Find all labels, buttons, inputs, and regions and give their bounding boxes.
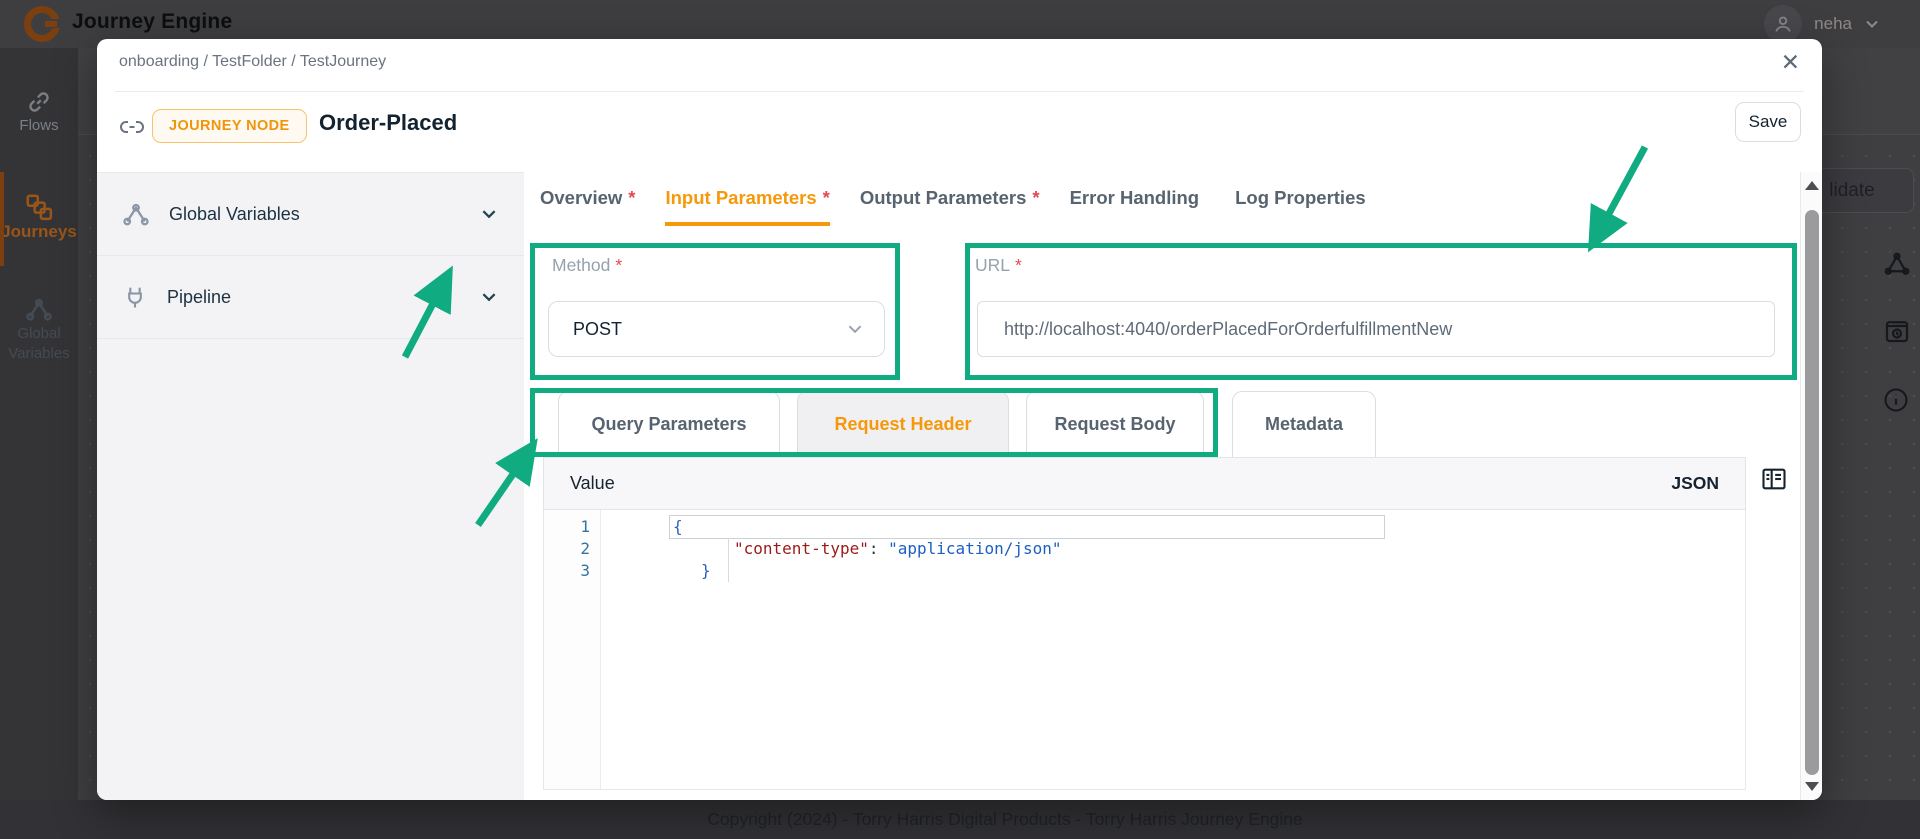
code-line: "content-type": "application/json" [734, 539, 1062, 558]
tab-error-handling[interactable]: Error Handling [1069, 187, 1200, 208]
scroll-down-arrow-icon[interactable] [1805, 782, 1819, 791]
code-line: { [673, 517, 683, 536]
save-button[interactable]: Save [1735, 102, 1801, 142]
subtab-request-body[interactable]: Request Body [1026, 391, 1204, 457]
subtab-query-parameters[interactable]: Query Parameters [558, 391, 780, 457]
line-number: 3 [580, 561, 590, 580]
chevron-down-icon [846, 320, 864, 338]
user-menu[interactable]: neha [1764, 5, 1880, 43]
line-number: 1 [580, 517, 590, 536]
json-code-editor[interactable]: 1 2 3 { "content-type": "application/jso… [543, 510, 1746, 790]
person-icon [1775, 16, 1791, 32]
copyright-text: Copyright (2024) - Torry Harris Digital … [707, 809, 1303, 829]
pipeline-plug-icon [128, 287, 142, 308]
username: neha [1814, 14, 1852, 33]
subtab-request-header[interactable]: Request Header [797, 391, 1009, 457]
sidebar-item-global-variables[interactable]: Global Variables [0, 294, 78, 364]
subtab-metadata[interactable]: Metadata [1232, 391, 1376, 457]
panel-item-global-variables[interactable]: Global Variables [97, 173, 524, 256]
scroll-up-arrow-icon[interactable] [1805, 181, 1819, 190]
active-line-highlight [669, 515, 1385, 539]
method-label: Method* [552, 255, 623, 275]
history-icon[interactable] [1882, 316, 1912, 346]
info-icon[interactable] [1882, 386, 1910, 414]
json-mode-label: JSON [1671, 473, 1719, 493]
active-indicator [0, 172, 4, 266]
method-select[interactable]: POST [548, 301, 885, 357]
node-link-icon [119, 116, 145, 138]
breadcrumb[interactable]: onboarding / TestFolder / TestJourney [119, 53, 387, 70]
chevron-down-icon [480, 288, 498, 306]
journey-node-modal: onboarding / TestFolder / TestJourney ✕ … [97, 39, 1822, 800]
indent-guide [728, 538, 729, 582]
journey-engine-logo-icon [24, 6, 63, 42]
url-label: URL* [975, 255, 1022, 275]
sidebar: Flows Journeys Global Variables [0, 48, 78, 800]
modal-side-panel: Global Variables Pipeline [97, 172, 524, 800]
chevron-down-icon [1866, 20, 1878, 28]
code-line: } [701, 561, 711, 580]
topology-icon[interactable] [1882, 250, 1912, 280]
url-input[interactable] [977, 301, 1775, 357]
value-header-bar: Value JSON [543, 457, 1746, 510]
scrollbar-thumb[interactable] [1805, 210, 1819, 775]
journeys-icon [26, 194, 53, 221]
node-title: Order-Placed [319, 110, 458, 135]
value-label: Value [570, 473, 615, 493]
app-title: Journey Engine [72, 10, 233, 33]
modal-tabs: Overview* Input Parameters* Output Param… [540, 187, 1372, 226]
line-number: 2 [580, 539, 590, 558]
tab-output-parameters[interactable]: Output Parameters* [859, 187, 1040, 208]
sidebar-item-flows[interactable]: Flows [0, 88, 78, 136]
chevron-down-icon [480, 205, 498, 223]
modal-scrollbar[interactable] [1800, 172, 1822, 800]
tab-input-parameters[interactable]: Input Parameters* [665, 187, 830, 226]
footer: Copyright (2024) - Torry Harris Digital … [0, 800, 1920, 839]
editor-gutter: 1 2 3 [544, 510, 601, 789]
close-icon[interactable]: ✕ [1780, 49, 1800, 75]
table-view-icon[interactable] [1760, 466, 1788, 492]
journey-node-badge: JOURNEY NODE [152, 109, 307, 143]
global-variables-icon [26, 298, 52, 321]
link-icon [29, 92, 49, 112]
avatar[interactable] [1764, 5, 1803, 43]
sidebar-item-journeys[interactable]: Journeys [0, 172, 78, 266]
panel-item-pipeline[interactable]: Pipeline [97, 256, 524, 339]
tab-log-properties[interactable]: Log Properties [1235, 187, 1366, 208]
global-variables-icon [123, 203, 149, 226]
header-divider [115, 91, 1804, 92]
tab-overview[interactable]: Overview* [540, 187, 636, 208]
